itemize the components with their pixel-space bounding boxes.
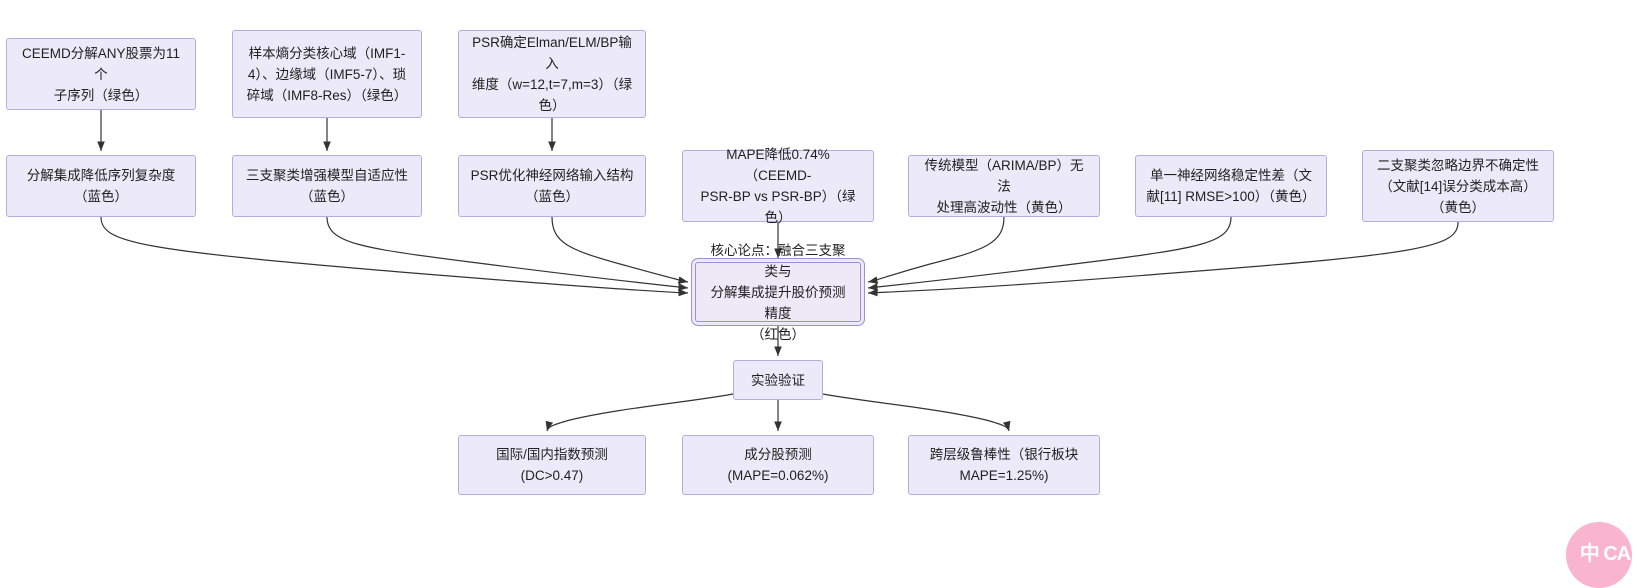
node-psr-input-dimension[interactable]: PSR确定Elman/ELM/BP输入 维度（w=12,t=7,m=3）（绿 色… (458, 30, 646, 118)
edge-n11-n12 (545, 393, 734, 432)
edge-n10-core (867, 221, 1459, 297)
node-three-way-clustering[interactable]: 三支聚类增强模型自适应性 （蓝色） (232, 155, 422, 217)
edge-n4-core (100, 216, 689, 297)
edge-n8-core (867, 216, 1005, 284)
watermark-text: 中 CA (1579, 542, 1631, 565)
node-cross-level-robustness[interactable]: 跨层级鲁棒性（银行板块 MAPE=1.25%) (908, 435, 1100, 495)
node-two-way-clustering-limit[interactable]: 二支聚类忽略边界不确定性 （文献[14]误分类成本高） （黄色） (1362, 150, 1554, 222)
watermark-badge: 中 CA (1566, 522, 1632, 588)
node-index-forecast[interactable]: 国际/国内指数预测 (DC>0.47) (458, 435, 646, 495)
node-constituent-forecast[interactable]: 成分股预测 (MAPE=0.062%) (682, 435, 874, 495)
node-experiment-validation[interactable]: 实验验证 (733, 360, 823, 400)
node-core-thesis[interactable]: 核心论点：融合三支聚类与 分解集成提升股价预测精度 （红色） (695, 243, 861, 342)
node-ceemd-decompose[interactable]: CEEMD分解ANY股票为11个 子序列（绿色） (6, 38, 196, 110)
node-traditional-model-limit[interactable]: 传统模型（ARIMA/BP）无法 处理高波动性（黄色） (908, 155, 1100, 217)
node-single-network-instability[interactable]: 单一神经网络稳定性差（文 献[11] RMSE>100）（黄色） (1135, 155, 1327, 217)
node-psr-optimize-network[interactable]: PSR优化神经网络输入结构 （蓝色） (458, 155, 646, 217)
flowchart-canvas: CEEMD分解ANY股票为11个 子序列（绿色） 样本熵分类核心域（IMF1- … (6, 30, 1632, 588)
edge-n11-n14 (822, 393, 1011, 432)
node-mape-improvement[interactable]: MAPE降低0.74%（CEEMD- PSR-BP vs PSR-BP）（绿 色… (682, 147, 874, 225)
edge-n5-core (326, 216, 689, 291)
node-reduce-complexity[interactable]: 分解集成降低序列复杂度 （蓝色） (6, 155, 196, 217)
edge-n6-core (551, 216, 689, 284)
edge-n9-core (867, 216, 1232, 291)
node-sample-entropy[interactable]: 样本熵分类核心域（IMF1- 4）、边缘域（IMF5-7）、琐 碎域（IMF8-… (232, 30, 422, 118)
